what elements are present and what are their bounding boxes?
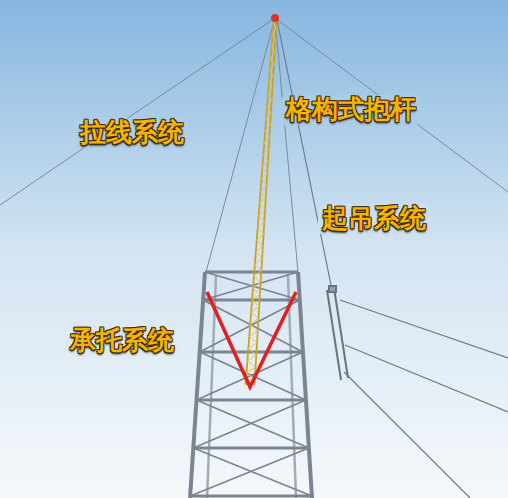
- lifting-block: [329, 286, 336, 292]
- part-label: 起吊系统: [318, 204, 430, 234]
- tower-leg: [190, 272, 205, 498]
- lifting-rope: [277, 20, 332, 290]
- tower-brace: [203, 272, 298, 300]
- tower-crossbar: [197, 399, 306, 402]
- support-v: [207, 292, 296, 387]
- lifted-member: [327, 286, 348, 380]
- tower-leg: [298, 272, 312, 498]
- tower-brace: [200, 352, 306, 400]
- part-label: 格构式抱杆: [282, 95, 420, 125]
- part-label: 承托系统: [66, 326, 178, 356]
- lattice-pole: [246, 22, 277, 385]
- pole-cap: [271, 14, 279, 22]
- control-rope: [345, 345, 508, 412]
- lifting-ropes: [277, 20, 508, 498]
- tower-brace: [197, 400, 309, 448]
- member-leg: [334, 288, 348, 378]
- tower-brace: [193, 448, 312, 496]
- tower-crossbar: [190, 495, 312, 498]
- member-leg: [327, 290, 341, 380]
- tower-brace: [190, 448, 309, 496]
- tower-crossbar: [193, 447, 309, 450]
- guy-wire: [0, 18, 275, 205]
- guy-wires: [0, 18, 508, 272]
- tower-crossbar: [205, 271, 298, 274]
- control-rope: [344, 372, 470, 498]
- part-label: 拉线系统: [76, 118, 188, 148]
- guy-wire: [275, 18, 298, 272]
- control-rope: [340, 300, 508, 358]
- guy-wire: [275, 18, 508, 192]
- pole-lacing: [246, 22, 276, 385]
- tower-brace: [193, 400, 306, 448]
